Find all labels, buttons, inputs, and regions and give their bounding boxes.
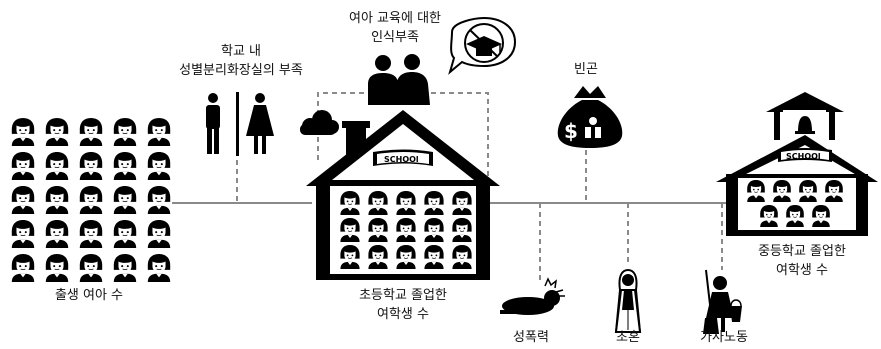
bride-icon bbox=[614, 268, 642, 333]
girl-icon bbox=[367, 191, 389, 215]
fallen-girl-icon bbox=[500, 277, 565, 315]
girl-icon bbox=[79, 186, 103, 214]
girl-icon bbox=[423, 191, 445, 215]
girl-icon bbox=[367, 218, 389, 242]
born-girls-grid bbox=[11, 118, 171, 282]
girl-icon bbox=[824, 180, 844, 202]
girl-icon bbox=[113, 118, 137, 146]
school-sign: SCHOOl bbox=[384, 155, 419, 164]
money-bag-icon: $ bbox=[557, 86, 623, 148]
girl-icon bbox=[79, 152, 103, 180]
girl-icon bbox=[339, 218, 361, 242]
girl-icon bbox=[11, 118, 35, 146]
girl-icon bbox=[395, 218, 417, 242]
secondary-graduates-label: 중등학교 졸업한 여학생 수 bbox=[740, 242, 864, 280]
marriage-label: 초혼 bbox=[616, 330, 640, 345]
secondary-graduates-label-line-1: 중등학교 졸업한 bbox=[758, 244, 846, 259]
awareness-connector bbox=[317, 92, 489, 185]
girl-icon bbox=[423, 218, 445, 242]
girl-icon bbox=[147, 118, 171, 146]
girl-icon bbox=[451, 218, 473, 242]
girl-icon bbox=[45, 118, 69, 146]
girl-icon bbox=[811, 205, 831, 227]
girl-icon bbox=[113, 186, 137, 214]
awareness-label: 여아 교육에 대한 인식부족 bbox=[330, 9, 460, 47]
girl-icon bbox=[79, 254, 103, 282]
girl-icon bbox=[11, 186, 35, 214]
toilet-icon bbox=[206, 92, 274, 156]
awareness-label-line-1: 여아 교육에 대한 bbox=[349, 11, 441, 26]
housework-label: 가사노동 bbox=[700, 330, 748, 345]
no-graduation-cap-icon bbox=[448, 16, 517, 75]
secondary-graduates-label-line-2: 여학생 수 bbox=[776, 263, 828, 278]
cloud-icon bbox=[300, 110, 339, 135]
girl-icon bbox=[339, 191, 361, 215]
poverty-label: 빈곤 bbox=[574, 62, 598, 77]
primary-graduates-label: 초등학교 졸업한 여학생 수 bbox=[340, 286, 466, 324]
girl-icon bbox=[451, 245, 473, 269]
girl-icon bbox=[45, 220, 69, 248]
girl-icon bbox=[79, 220, 103, 248]
girl-icon bbox=[113, 254, 137, 282]
girl-icon bbox=[113, 220, 137, 248]
violence-label: 성폭력 bbox=[513, 330, 549, 345]
connector-lines bbox=[172, 92, 742, 280]
girl-icon bbox=[785, 205, 805, 227]
girl-icon bbox=[79, 118, 103, 146]
girl-icon bbox=[798, 180, 818, 202]
girl-icon bbox=[423, 245, 445, 269]
girl-icon bbox=[395, 245, 417, 269]
girl-icon bbox=[147, 254, 171, 282]
girl-icon bbox=[759, 205, 779, 227]
toilet-label-line-2: 성별분리화장실의 부족 bbox=[179, 63, 303, 78]
girl-icon bbox=[11, 152, 35, 180]
awareness-label-line-2: 인식부족 bbox=[371, 30, 419, 45]
svg-text:$: $ bbox=[564, 119, 578, 143]
toilet-label-line-1: 학교 내 bbox=[220, 44, 261, 59]
cleaning-girl-icon bbox=[703, 269, 742, 334]
parents-icon bbox=[368, 54, 430, 105]
girl-icon bbox=[147, 152, 171, 180]
primary-graduates-label-line-1: 초등학교 졸업한 bbox=[359, 288, 447, 303]
girl-icon bbox=[367, 245, 389, 269]
girl-icon bbox=[45, 152, 69, 180]
girl-icon bbox=[45, 186, 69, 214]
school-sign: SCHOOl bbox=[786, 152, 821, 161]
girl-icon bbox=[395, 191, 417, 215]
girl-icon bbox=[147, 186, 171, 214]
toilet-label: 학교 내 성별분리화장실의 부족 bbox=[158, 42, 324, 80]
primary-graduates-label-line-2: 여학생 수 bbox=[377, 307, 429, 322]
girl-icon bbox=[11, 220, 35, 248]
girl-icon bbox=[746, 180, 766, 202]
bell-icon bbox=[798, 116, 812, 132]
girl-icon bbox=[113, 152, 137, 180]
girl-icon bbox=[339, 245, 361, 269]
girl-icon bbox=[451, 191, 473, 215]
girl-icon bbox=[147, 220, 171, 248]
girl-icon bbox=[11, 254, 35, 282]
girl-icon bbox=[45, 254, 69, 282]
girl-icon bbox=[772, 180, 792, 202]
born-girls-label: 출생 여아 수 bbox=[54, 288, 124, 303]
